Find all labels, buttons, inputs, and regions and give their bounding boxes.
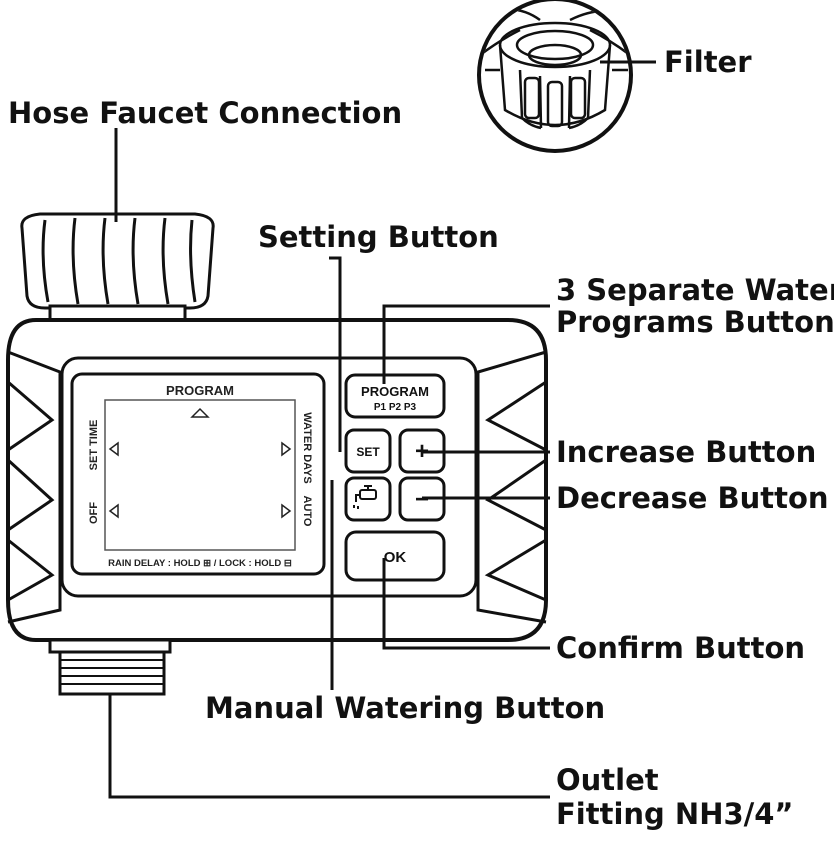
callout-setting-button: Setting Button [258, 220, 499, 254]
lcd-set-time-label: SET TIME [88, 420, 100, 471]
set-button[interactable]: SET [344, 428, 392, 474]
arrow-up-icon [190, 407, 210, 418]
lcd-screen: PROGRAM SET TIME OFF WATER DAYS AUTO RAI… [70, 372, 326, 576]
callout-confirm: Confirm Button [556, 631, 805, 665]
callout-outlet-line1: Outlet [556, 763, 659, 797]
lcd-off-label: OFF [88, 502, 100, 524]
callout-manual: Manual Watering Button [205, 691, 605, 725]
ok-button[interactable]: OK [344, 530, 446, 582]
leader-setting [329, 256, 342, 452]
callout-filter: Filter [664, 45, 752, 79]
arrow-left-icon [108, 503, 119, 519]
lcd-water-days-label: WATER DAYS [301, 412, 313, 484]
callout-programs-line1: 3 Separate Watering [556, 273, 834, 307]
outlet-fitting [48, 638, 172, 696]
lcd-program-label: PROGRAM [166, 383, 234, 398]
ok-button-label: OK [384, 549, 407, 566]
arrow-right-icon [281, 503, 292, 519]
lcd-window [104, 399, 296, 551]
leader-confirm [382, 558, 550, 650]
lcd-auto-label: AUTO [301, 496, 313, 527]
arrow-right-icon [281, 441, 292, 457]
leader-programs [382, 304, 550, 384]
hose-faucet-connector [20, 212, 215, 322]
callout-programs-line2: Programs Button [556, 305, 834, 339]
program-button[interactable]: PROGRAM P1 P2 P3 [344, 373, 446, 419]
set-button-label: SET [356, 445, 380, 459]
filter-inset [477, 0, 633, 153]
callout-decrease: Decrease Button [556, 481, 829, 515]
leader-outlet [108, 694, 550, 799]
program-button-sublabel: P1 P2 P3 [374, 402, 417, 413]
program-button-label: PROGRAM [361, 384, 429, 399]
manual-watering-button[interactable] [344, 476, 392, 522]
faucet-icon [353, 485, 377, 509]
callout-hose-faucet: Hose Faucet Connection [8, 96, 402, 130]
leader-lines [108, 60, 656, 799]
callout-increase: Increase Button [556, 435, 816, 469]
arrow-left-icon [108, 441, 119, 457]
lcd-rain-delay-label: RAIN DELAY : HOLD ⊞ / LOCK : HOLD ⊟ [108, 558, 292, 569]
callout-outlet-line2: Fitting NH3/4” [556, 797, 793, 831]
